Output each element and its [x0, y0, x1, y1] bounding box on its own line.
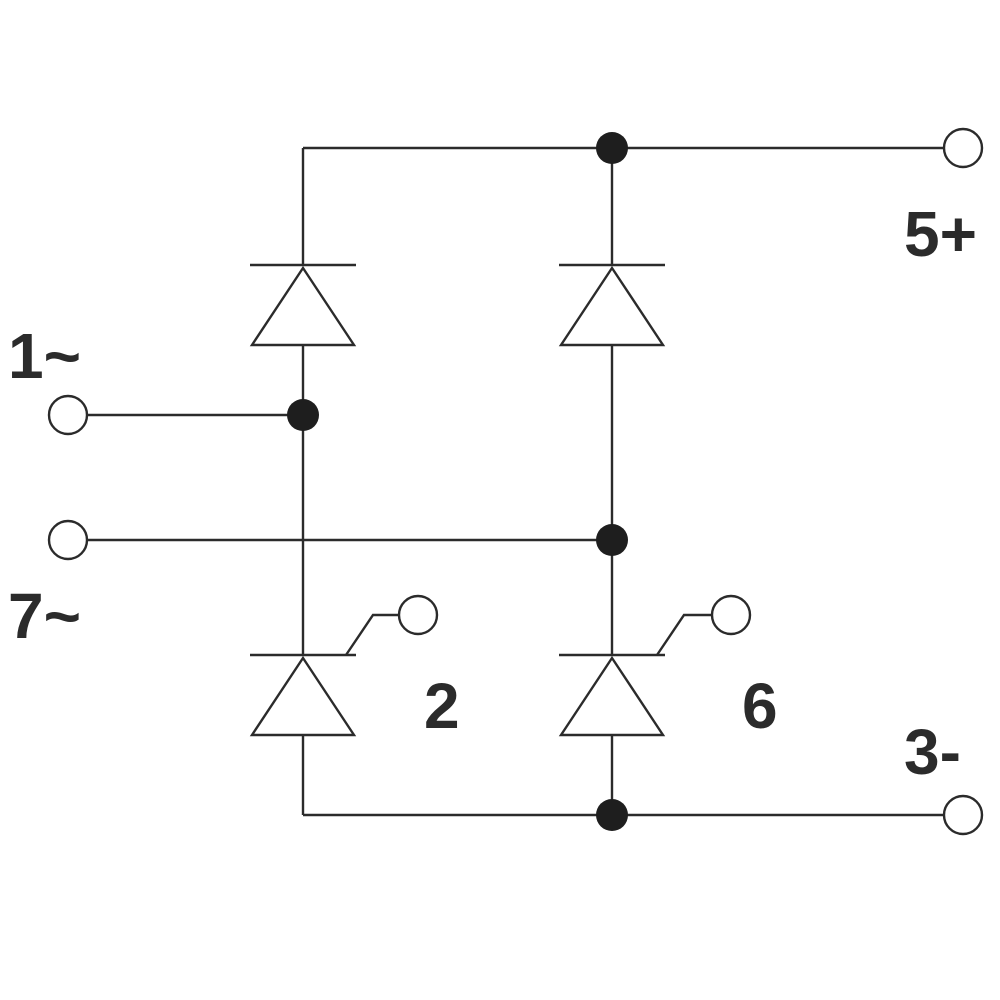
junction-ac-7	[596, 524, 628, 556]
terminals	[47, 127, 984, 836]
terminal-gate-6	[710, 594, 752, 636]
negative-rail	[301, 735, 945, 817]
thyristor-lower-left	[249, 613, 399, 737]
terminal-5-plus	[942, 127, 984, 169]
junction-bottom	[596, 799, 628, 831]
diode-upper-right	[558, 263, 666, 347]
junction-top	[596, 132, 628, 164]
diode-upper-left	[249, 263, 357, 347]
ac-input-wires	[87, 413, 612, 542]
label-1-ac: 1~	[8, 320, 81, 392]
thyristor-lower-right	[558, 613, 712, 737]
label-gate-2: 2	[424, 670, 460, 742]
junction-ac-1	[287, 399, 319, 431]
positive-rail	[301, 146, 945, 265]
terminal-3-minus	[942, 794, 984, 836]
label-3-minus: 3-	[904, 716, 961, 788]
terminal-7-ac	[47, 519, 89, 561]
label-7-ac: 7~	[8, 580, 81, 652]
junction-dots	[287, 132, 628, 831]
terminal-gate-2	[397, 594, 439, 636]
terminal-1-ac	[47, 394, 89, 436]
label-gate-6: 6	[742, 670, 778, 742]
label-5-plus: 5+	[904, 198, 977, 270]
